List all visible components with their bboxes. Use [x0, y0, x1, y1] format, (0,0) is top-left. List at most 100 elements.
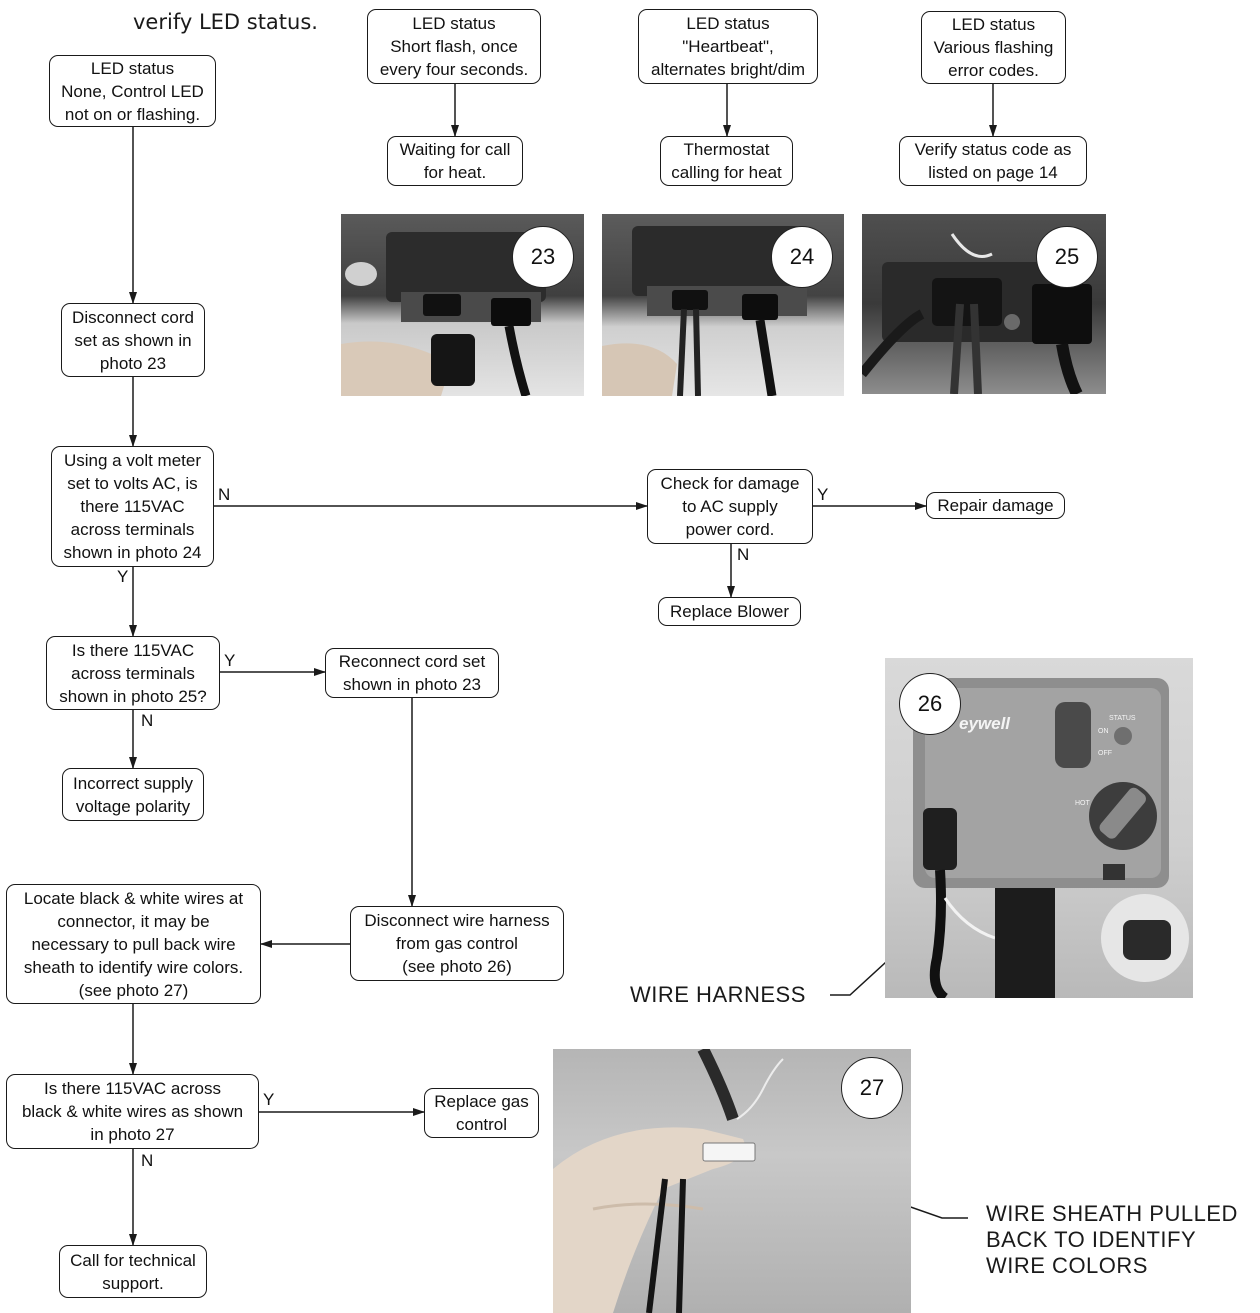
photo-26-brand: eywell	[959, 714, 1011, 733]
node-disconnect-harness: Disconnect wire harness from gas control…	[350, 906, 564, 981]
node-line: alternates bright/dim	[650, 60, 806, 79]
node-line: listed on page 14	[928, 163, 1058, 182]
intro-text: verify LED status.	[133, 10, 318, 34]
node-line: for heat.	[423, 163, 487, 182]
node-thermostat: Thermostat calling for heat	[660, 136, 793, 186]
node-led-none: LED status None, Control LED not on or f…	[49, 55, 216, 127]
photo-24: 24	[602, 214, 844, 396]
node-line: there 115VAC	[80, 497, 185, 516]
node-line: photo 23	[99, 353, 167, 373]
node-line: to AC supply	[682, 497, 778, 516]
node-line: Call for technical	[70, 1250, 196, 1270]
photo-27-number: 27	[841, 1057, 903, 1119]
node-is-115-bw: Is there 115VAC across black & white wir…	[6, 1074, 259, 1149]
branch-label-n: N	[141, 711, 154, 730]
node-repair: Repair damage	[926, 492, 1065, 519]
photo-26-on: ON	[1098, 728, 1109, 735]
node-line: power cord.	[685, 520, 775, 539]
node-line: black & white wires as shown	[21, 1102, 244, 1121]
node-line: set to volts AC, is	[67, 474, 198, 493]
node-reconnect: Reconnect cord set shown in photo 23	[325, 648, 499, 698]
node-line: Various flashing	[933, 38, 1054, 57]
photo-27: 27	[553, 1049, 911, 1313]
node-line: shown in photo 23	[343, 675, 481, 694]
node-check-damage: Check for damage to AC supply power cord…	[647, 469, 813, 544]
node-line: from gas control	[396, 934, 518, 953]
photo-26-illustration	[913, 678, 1189, 998]
node-led-heartbeat: LED status "Heartbeat", alternates brigh…	[638, 9, 818, 84]
photo-26-number: 26	[899, 673, 961, 735]
node-waiting: Waiting for call for heat.	[387, 136, 523, 186]
node-line: support.	[102, 1273, 164, 1293]
node-line: across terminals	[70, 520, 195, 539]
node-line: every four seconds.	[379, 60, 529, 79]
photo-27-illustration	[553, 1049, 784, 1313]
node-line: LED status	[90, 58, 175, 78]
photo-26: 26 eywell ON OFF STATUS HOT	[885, 658, 1193, 998]
node-line: Replace gas	[434, 1092, 529, 1111]
branch-label-y: Y	[263, 1090, 275, 1109]
branch-label-n: N	[737, 545, 750, 564]
node-line: Is there 115VAC	[71, 640, 195, 660]
node-replace-gas-control: Replace gas control	[424, 1088, 539, 1138]
callout-wire-harness: WIRE HARNESS	[630, 982, 806, 1007]
node-line: Reconnect cord set	[338, 652, 486, 671]
branch-label-n: N	[218, 485, 231, 504]
node-line: control	[455, 1115, 508, 1134]
node-line: Verify status code as	[914, 140, 1072, 159]
photo-24-illustration	[602, 226, 807, 396]
node-line: set as shown in	[74, 330, 192, 350]
node-line: shown in photo 25?	[59, 686, 207, 706]
photo-26-hot: HOT	[1075, 800, 1090, 807]
callout-wire-sheath: WIRE SHEATH PULLED BACK TO IDENTIFY WIRE…	[986, 1201, 1238, 1279]
node-line: (see photo 26)	[402, 957, 512, 976]
photo-26-off: OFF	[1098, 750, 1112, 757]
node-line: Thermostat	[683, 140, 770, 159]
node-is-115-photo25: Is there 115VAC across terminals shown i…	[46, 636, 220, 710]
branch-label-y: Y	[817, 485, 829, 504]
node-line: calling for heat	[671, 163, 782, 182]
node-line: Disconnect cord	[72, 307, 194, 327]
branch-label-n: N	[141, 1151, 154, 1170]
node-locate-wires: Locate black & white wires at connector,…	[6, 884, 261, 1004]
node-line: Repair damage	[937, 496, 1054, 515]
node-line: connector, it may be	[57, 911, 210, 931]
node-volt-meter: Using a volt meter set to volts AC, is t…	[51, 446, 214, 567]
node-line: LED status	[951, 15, 1036, 34]
node-line: LED status	[686, 14, 770, 33]
node-line: voltage polarity	[75, 796, 191, 816]
node-led-short: LED status Short flash, once every four …	[367, 9, 541, 84]
node-line: sheath to identify wire colors.	[23, 957, 244, 977]
node-line: Check for damage	[660, 474, 800, 493]
node-line: LED status	[412, 14, 496, 33]
node-line: Waiting for call	[399, 140, 511, 159]
node-line: Short flash, once	[390, 37, 518, 56]
node-led-various: LED status Various flashing error codes.	[921, 11, 1066, 84]
node-verify-code: Verify status code as listed on page 14	[899, 136, 1087, 186]
photo-23: 23	[341, 214, 584, 396]
branch-label-y: Y	[224, 651, 236, 670]
node-incorrect-polarity: Incorrect supply voltage polarity	[62, 768, 204, 821]
node-line: shown in photo 24	[63, 543, 202, 562]
branch-label-y: Y	[117, 567, 129, 586]
node-line: None, Control LED	[61, 81, 204, 101]
node-replace-blower: Replace Blower	[658, 597, 801, 626]
callout-line: WIRE COLORS	[986, 1253, 1148, 1278]
node-disconnect-cord: Disconnect cord set as shown in photo 23	[61, 303, 205, 377]
node-line: Locate black & white wires at	[23, 888, 244, 908]
photo-25-illustration	[862, 233, 1092, 394]
node-line: Replace Blower	[669, 602, 790, 621]
callout-line: WIRE SHEATH PULLED	[986, 1201, 1238, 1226]
photo-25: 25	[862, 214, 1106, 394]
node-line: "Heartbeat",	[682, 37, 774, 56]
photo-24-number: 24	[771, 226, 833, 288]
node-line: necessary to pull back wire	[31, 934, 236, 954]
node-line: across terminals	[71, 663, 195, 683]
photo-26-status: STATUS	[1109, 715, 1136, 722]
node-line: error codes.	[948, 61, 1039, 80]
photo-25-number: 25	[1036, 226, 1098, 288]
node-line: Incorrect supply	[73, 773, 193, 793]
node-line: (see photo 27)	[78, 980, 189, 1000]
node-line: in photo 27	[90, 1125, 175, 1144]
